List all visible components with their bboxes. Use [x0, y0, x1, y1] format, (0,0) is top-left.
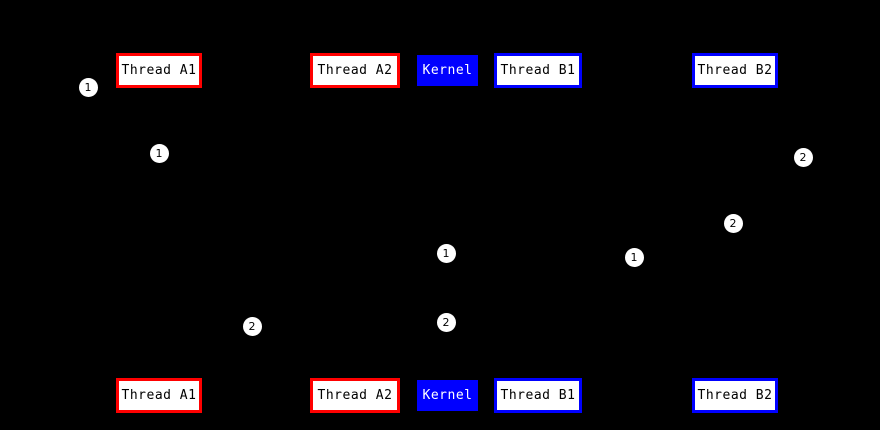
- message-badge-number: 1: [442, 246, 450, 260]
- message-line-2: [447, 211, 643, 254]
- message-badge[interactable]: 2: [436, 312, 456, 332]
- participant-label: Thread A1: [121, 63, 197, 78]
- participant-label: Thread B2: [697, 388, 773, 403]
- lifeline-stub-a1-bottom: [159, 374, 160, 378]
- participant-label: Thread A1: [121, 388, 197, 403]
- participant-label: Thread B1: [500, 388, 576, 403]
- participant-label: Kernel: [422, 63, 473, 78]
- message-badge[interactable]: 1: [78, 77, 98, 97]
- lifeline-stub-kernel-top: [447, 86, 448, 90]
- message-badge-number: 1: [84, 80, 92, 94]
- message-line-1: [158, 88, 345, 164]
- message-badge-number: 2: [799, 150, 807, 164]
- participant-thread-a1-bottom[interactable]: Thread A1: [116, 378, 202, 413]
- participant-label: Thread B1: [500, 63, 576, 78]
- message-badge-number: 2: [248, 319, 256, 333]
- message-badge[interactable]: 2: [793, 147, 813, 167]
- lifeline-stub-b1-bottom: [538, 374, 539, 378]
- lifeline-stub-a1-top: [159, 88, 160, 92]
- lifeline-thread-a2: [355, 88, 356, 378]
- lifeline-stub-b2-top: [735, 88, 736, 92]
- participant-label: Thread A2: [317, 388, 393, 403]
- message-badge[interactable]: 1: [436, 243, 456, 263]
- message-badge[interactable]: 2: [242, 316, 262, 336]
- message-badge[interactable]: 1: [624, 247, 644, 267]
- message-badge-number: 2: [729, 216, 737, 230]
- lifeline-stub-a2-bottom: [355, 374, 356, 378]
- message-badge-number: 1: [155, 146, 163, 160]
- participant-label: Kernel: [422, 388, 473, 403]
- message-badge[interactable]: 1: [149, 143, 169, 163]
- message-line-3: [734, 157, 880, 220]
- lifeline-kernel: [447, 85, 448, 378]
- message-badge-number: 1: [630, 250, 638, 264]
- participant-label: Thread B2: [697, 63, 773, 78]
- message-badge[interactable]: 2: [723, 213, 743, 233]
- participant-kernel-top[interactable]: Kernel: [417, 55, 478, 86]
- participant-thread-a2-top[interactable]: Thread A2: [310, 53, 400, 88]
- participant-kernel-bottom[interactable]: Kernel: [417, 380, 478, 411]
- participant-thread-a1-top[interactable]: Thread A1: [116, 53, 202, 88]
- participant-thread-b1-top[interactable]: Thread B1: [494, 53, 582, 88]
- participant-thread-b2-top[interactable]: Thread B2: [692, 53, 778, 88]
- lifeline-stub-a2-top: [355, 88, 356, 92]
- lifeline-thread-b2: [735, 88, 736, 378]
- lifeline-thread-a1: [159, 88, 160, 378]
- participant-thread-b2-bottom[interactable]: Thread B2: [692, 378, 778, 413]
- lifeline-stub-b2-bottom: [735, 374, 736, 378]
- message-badge-number: 2: [442, 315, 450, 329]
- lifeline-stub-kernel-bottom: [447, 376, 448, 380]
- participant-label: Thread A2: [317, 63, 393, 78]
- participant-thread-b1-bottom[interactable]: Thread B1: [494, 378, 582, 413]
- lifeline-stub-b1-top: [538, 88, 539, 92]
- participant-thread-a2-bottom[interactable]: Thread A2: [310, 378, 400, 413]
